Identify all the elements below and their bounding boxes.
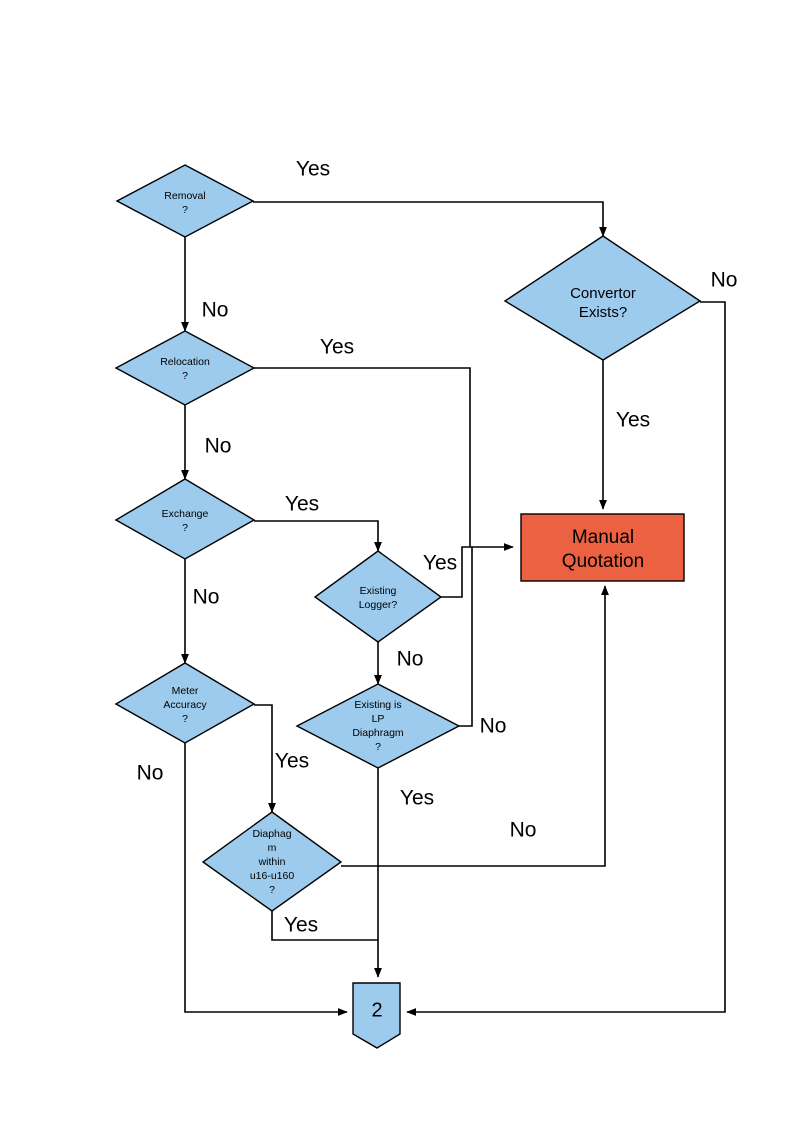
- node-connector-2[interactable]: 2: [352, 982, 401, 1049]
- connector-2-label: 2: [371, 999, 382, 1021]
- edge-diaphagm-no: [341, 585, 609, 867]
- diaphagm-label-line3: within: [258, 856, 286, 868]
- label-meter-accuracy-no: No: [137, 762, 164, 785]
- label-existing-lp-yes: Yes: [400, 787, 434, 810]
- edge-diaphagm-yes: [271, 911, 382, 978]
- existing-logger-label-line1: Existing: [360, 585, 397, 597]
- label-relocation-yes: Yes: [320, 336, 354, 359]
- removal-label-line2: ?: [182, 204, 188, 216]
- edge-meter-accuracy-no: [184, 743, 348, 1016]
- edge-existing-logger-yes: [441, 543, 514, 598]
- existing-logger-label-line2: Logger?: [359, 599, 398, 611]
- convertor-label-line2: Exists?: [579, 304, 627, 321]
- label-removal-no: No: [202, 299, 229, 322]
- label-existing-logger-no: No: [397, 648, 424, 671]
- diaphagm-label-line2: m: [268, 842, 277, 854]
- existing-lp-label-line2: LP: [372, 713, 385, 725]
- relocation-diamond[interactable]: [114, 330, 256, 406]
- diaphagm-label-line5: ?: [269, 884, 275, 896]
- removal-diamond[interactable]: [115, 164, 255, 238]
- node-existing-logger[interactable]: Existing Logger?: [313, 550, 443, 643]
- existing-lp-label-line1: Existing is: [354, 699, 401, 711]
- meter-accuracy-label-line2: Accuracy: [163, 699, 207, 711]
- label-diaphagm-no: No: [510, 819, 537, 842]
- diaphagm-diamond[interactable]: [201, 811, 343, 912]
- edge-removal-yes: [253, 201, 607, 237]
- edge-existing-lp-no: [459, 547, 473, 727]
- node-relocation[interactable]: Relocation ?: [114, 330, 256, 406]
- node-manual-quotation[interactable]: Manual Quotation: [520, 513, 685, 582]
- manual-quotation-box[interactable]: [520, 513, 685, 582]
- relocation-label-line2: ?: [182, 370, 188, 382]
- relocation-label-line1: Relocation: [160, 356, 210, 368]
- node-diaphagm-range[interactable]: Diaphag m within u16-u160 ?: [201, 811, 343, 912]
- label-relocation-no: No: [205, 435, 232, 458]
- node-exchange[interactable]: Exchange ?: [114, 478, 256, 560]
- manual-quotation-label-line2: Quotation: [562, 551, 644, 572]
- edge-convertor-no: [406, 301, 726, 1016]
- convertor-label-line1: Convertor: [570, 285, 636, 302]
- diaphagm-label-line4: u16-u160: [250, 870, 295, 882]
- existing-lp-label-line3: Diaphragm: [352, 727, 404, 739]
- convertor-diamond[interactable]: [503, 235, 702, 361]
- diaphagm-label-line1: Diaphag: [252, 828, 291, 840]
- label-exchange-no: No: [193, 586, 220, 609]
- removal-label-line1: Removal: [164, 190, 205, 202]
- label-diaphagm-yes: Yes: [284, 914, 318, 937]
- edge-exchange-yes: [254, 520, 382, 552]
- edge-meter-accuracy-yes: [254, 704, 276, 813]
- node-convertor-exists[interactable]: Convertor Exists?: [503, 235, 702, 361]
- label-removal-yes: Yes: [296, 158, 330, 181]
- manual-quotation-label-line1: Manual: [572, 527, 634, 548]
- meter-accuracy-label-line1: Meter: [172, 685, 199, 697]
- label-existing-logger-yes: Yes: [423, 552, 457, 575]
- node-existing-lp-diaphragm[interactable]: Existing is LP Diaphragm ?: [295, 683, 461, 769]
- existing-lp-diamond[interactable]: [295, 683, 461, 769]
- label-convertor-no: No: [711, 269, 738, 292]
- connector-2-shape[interactable]: [352, 982, 401, 1049]
- exchange-label-line1: Exchange: [162, 508, 209, 520]
- existing-logger-diamond[interactable]: [313, 550, 443, 643]
- label-convertor-yes: Yes: [616, 409, 650, 432]
- existing-lp-label-line4: ?: [375, 741, 381, 753]
- edge-relocation-yes: [254, 367, 471, 547]
- node-meter-accuracy[interactable]: Meter Accuracy ?: [114, 662, 256, 744]
- label-meter-accuracy-yes: Yes: [275, 750, 309, 773]
- meter-accuracy-label-line3: ?: [182, 713, 188, 725]
- exchange-diamond[interactable]: [114, 478, 256, 560]
- node-removal[interactable]: Removal ?: [115, 164, 255, 238]
- meter-accuracy-diamond[interactable]: [114, 662, 256, 744]
- exchange-label-line2: ?: [182, 522, 188, 534]
- label-exchange-yes: Yes: [285, 493, 319, 516]
- label-existing-lp-no: No: [480, 715, 507, 738]
